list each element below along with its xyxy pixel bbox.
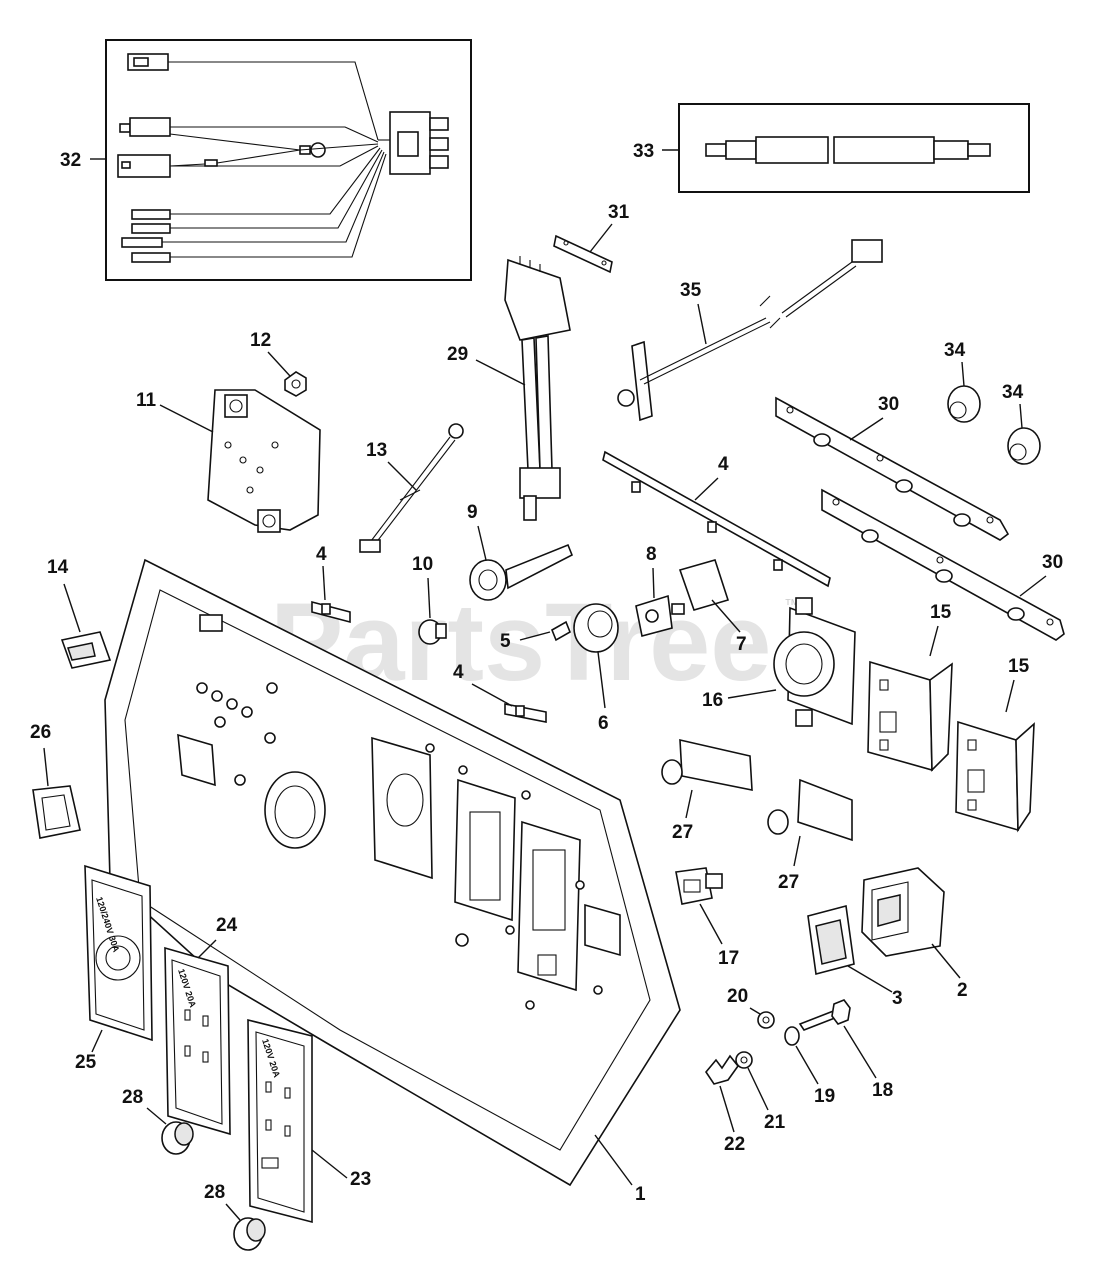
callout-4-c: 4 bbox=[718, 454, 729, 475]
part-35-lamp-harness[interactable]: 35 bbox=[617, 239, 883, 422]
callout-1: 1 bbox=[635, 1184, 646, 1205]
callout-9: 9 bbox=[467, 502, 478, 523]
callout-6: 6 bbox=[598, 713, 609, 734]
callout-8: 8 bbox=[646, 544, 657, 565]
part-24-receptacle-20a[interactable]: 120V 20A 24 bbox=[164, 915, 238, 1136]
part-4-clip-b[interactable]: 4 bbox=[453, 662, 547, 723]
callout-34-b: 34 bbox=[1002, 382, 1024, 403]
callout-31: 31 bbox=[608, 202, 630, 223]
callout-23: 23 bbox=[350, 1169, 371, 1190]
part-1-control-panel[interactable]: 1 bbox=[104, 558, 681, 1205]
part-31-bracket[interactable]: 31 bbox=[553, 202, 630, 274]
callout-15-a: 15 bbox=[930, 602, 952, 623]
part-34-spacer-b[interactable]: 34 bbox=[1002, 382, 1041, 465]
part-16-twistlock-receptacle[interactable]: 16 bbox=[702, 597, 856, 727]
callout-18: 18 bbox=[872, 1080, 893, 1101]
callout-27-b: 27 bbox=[778, 872, 799, 893]
part-26-bezel[interactable]: 26 bbox=[30, 722, 81, 839]
callout-32: 32 bbox=[60, 150, 81, 171]
part-28-cap-b[interactable]: 28 bbox=[204, 1182, 266, 1251]
callout-11: 11 bbox=[136, 390, 157, 411]
part-21-washer[interactable]: 21 bbox=[735, 1051, 786, 1133]
part-7-plate[interactable]: 7 bbox=[678, 559, 747, 655]
callout-26: 26 bbox=[30, 722, 51, 743]
callout-16: 16 bbox=[702, 690, 723, 711]
callout-25: 25 bbox=[75, 1052, 97, 1073]
callout-7: 7 bbox=[736, 634, 747, 655]
part-8-sensor[interactable]: 8 bbox=[635, 544, 685, 637]
part-4-clip-rail[interactable]: 4 bbox=[602, 450, 831, 588]
callout-4-a: 4 bbox=[316, 544, 327, 565]
callout-4-b: 4 bbox=[453, 662, 464, 683]
part-2-rocker-switch[interactable]: 2 bbox=[861, 867, 968, 1001]
callout-3: 3 bbox=[892, 988, 903, 1009]
part-30-bracket-b[interactable]: 30 bbox=[821, 488, 1065, 641]
part-19-lock-washer[interactable]: 19 bbox=[784, 1026, 835, 1107]
part-22-wing-nut[interactable]: 22 bbox=[705, 1054, 745, 1155]
callout-21: 21 bbox=[764, 1112, 786, 1133]
callout-22: 22 bbox=[724, 1134, 745, 1155]
callout-24: 24 bbox=[216, 915, 238, 936]
part-12-nut[interactable]: 12 bbox=[250, 330, 307, 397]
callout-27-a: 27 bbox=[672, 822, 693, 843]
part-28-cap-a[interactable]: 28 bbox=[122, 1087, 194, 1155]
callout-17: 17 bbox=[718, 948, 739, 969]
part-23-receptacle-20a[interactable]: 120V 20A 23 bbox=[247, 1018, 371, 1224]
part-34-spacer-a[interactable]: 34 bbox=[944, 340, 981, 423]
part-14-rocker-switch[interactable]: 14 bbox=[47, 557, 112, 669]
part-25-receptacle-30a[interactable]: 120/240V 30A 25 bbox=[75, 864, 153, 1073]
callout-35: 35 bbox=[680, 280, 702, 301]
callout-20: 20 bbox=[727, 986, 748, 1007]
part-18-bolt[interactable]: 18 bbox=[798, 999, 893, 1101]
callout-14: 14 bbox=[47, 557, 69, 578]
callout-28-a: 28 bbox=[122, 1087, 143, 1108]
part-6-ignition-switch[interactable]: 6 bbox=[573, 603, 619, 734]
callout-15-b: 15 bbox=[1008, 656, 1030, 677]
callout-29: 29 bbox=[447, 344, 468, 365]
part-17-relay[interactable]: 17 bbox=[675, 867, 739, 969]
part-13-ground-strap[interactable]: 13 bbox=[359, 423, 464, 553]
part-11-control-box[interactable]: 11 bbox=[136, 389, 321, 533]
part-27-breaker-a[interactable]: 27 bbox=[661, 738, 753, 843]
part-32-wire-harness[interactable]: 32 bbox=[60, 39, 472, 281]
callout-34-a: 34 bbox=[944, 340, 966, 361]
part-27-breaker-b[interactable]: 27 bbox=[767, 778, 853, 893]
part-15-gfci-b[interactable]: 15 bbox=[955, 656, 1035, 833]
part-5-key[interactable]: 5 bbox=[500, 620, 572, 652]
callout-5: 5 bbox=[500, 631, 511, 652]
part-15-gfci-a[interactable]: 15 bbox=[867, 602, 953, 772]
part-3-switch-cover[interactable]: 3 bbox=[807, 904, 903, 1009]
callout-30-a: 30 bbox=[878, 394, 899, 415]
part-20-washer[interactable]: 20 bbox=[727, 986, 775, 1029]
part-33-extension-cable[interactable]: 33 bbox=[633, 103, 1030, 193]
callout-33: 33 bbox=[633, 141, 654, 162]
callout-19: 19 bbox=[814, 1086, 835, 1107]
callout-28-b: 28 bbox=[204, 1182, 225, 1203]
part-10-indicator[interactable]: 10 bbox=[412, 554, 447, 645]
part-4-clip-a[interactable]: 4 bbox=[311, 544, 351, 624]
callout-30-b: 30 bbox=[1042, 552, 1063, 573]
callout-10: 10 bbox=[412, 554, 433, 575]
part-29-module[interactable]: 29 bbox=[447, 256, 571, 521]
part-9-shaft[interactable]: 9 bbox=[467, 502, 574, 601]
callout-12: 12 bbox=[250, 330, 271, 351]
part-30-bracket-a[interactable]: 30 bbox=[775, 394, 1010, 541]
callout-13: 13 bbox=[366, 440, 387, 461]
callout-2: 2 bbox=[957, 980, 968, 1001]
